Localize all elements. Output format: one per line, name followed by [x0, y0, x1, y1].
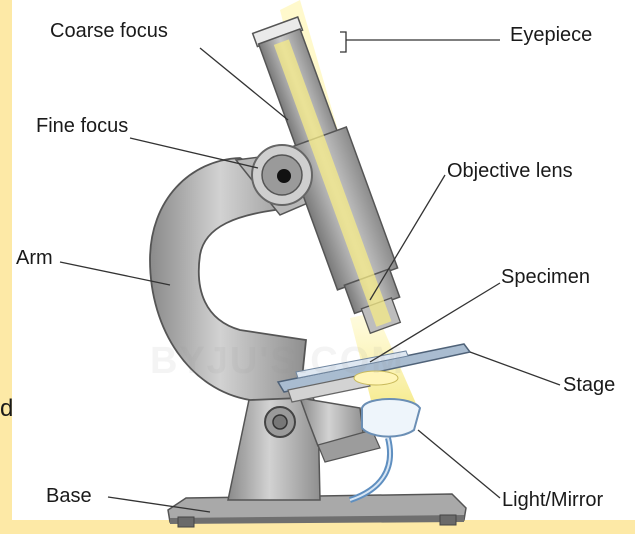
- label-stage: Stage: [563, 374, 615, 396]
- label-base: Base: [46, 485, 92, 507]
- watermark: BYJU'S.COM: [150, 340, 405, 383]
- label-arm: Arm: [16, 247, 53, 269]
- label-specimen: Specimen: [501, 266, 590, 288]
- fine-focus-leader: [130, 138, 258, 168]
- stage-leader: [470, 352, 560, 385]
- label-eyepiece: Eyepiece: [510, 24, 592, 46]
- side-text-fragment: d: [0, 398, 13, 420]
- label-coarse-focus: Coarse focus: [50, 20, 168, 42]
- label-objective-lens: Objective lens: [447, 160, 573, 182]
- label-fine-focus: Fine focus: [36, 115, 128, 137]
- label-light-mirror: Light/Mirror: [502, 489, 603, 511]
- eyepiece-bracket: [340, 32, 346, 52]
- focus-knob: [252, 145, 312, 205]
- light-mirror-leader: [418, 430, 500, 498]
